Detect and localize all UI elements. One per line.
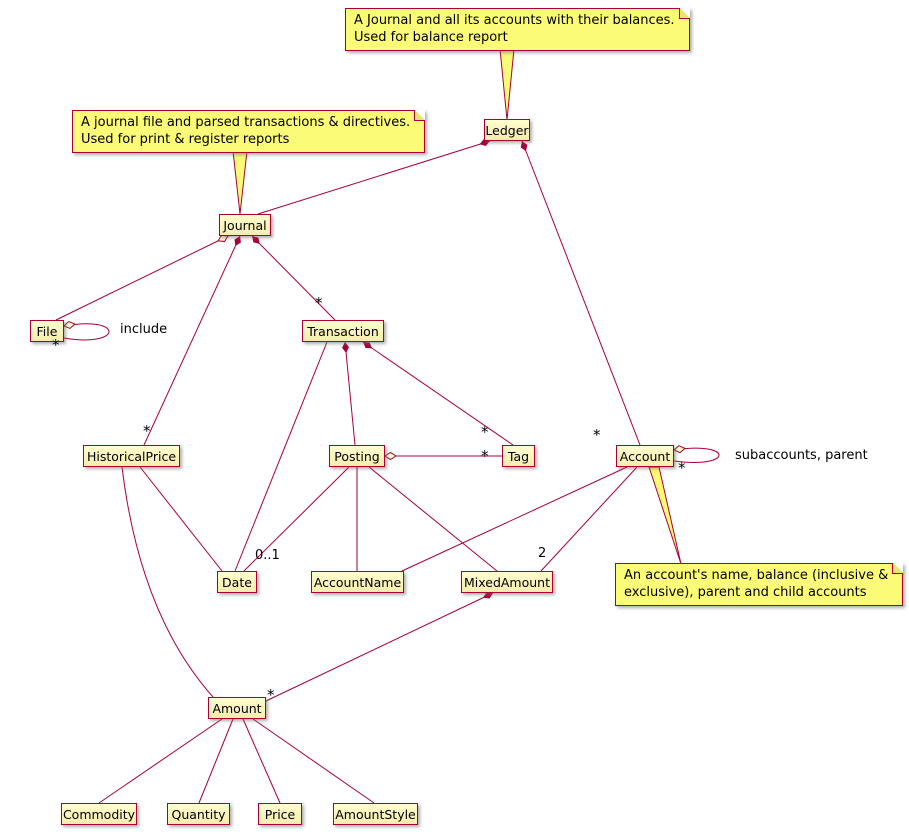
class-price: Price	[258, 803, 302, 825]
class-tag: Tag	[502, 445, 535, 467]
note-ledger-line1: A Journal and all its accounts with thei…	[354, 13, 675, 28]
class-amountstyle-label: AmountStyle	[335, 806, 416, 822]
class-tag-label: Tag	[507, 448, 530, 464]
class-mixedamount-label: MixedAmount	[463, 574, 551, 590]
note-fold-icon	[414, 110, 426, 121]
class-historicalprice: HistoricalPrice	[83, 445, 180, 467]
edge-amount-price	[242, 718, 281, 804]
class-mixedamount: MixedAmount	[461, 571, 553, 593]
edge-amount-amountstyle	[252, 718, 375, 804]
note-ledger-line2: Used for balance report	[354, 30, 508, 45]
note-ledger: A Journal and all its accounts with thei…	[345, 8, 690, 51]
class-amount: Amount	[208, 697, 266, 719]
edge-ledger-account	[520, 140, 641, 446]
edge-mixedamount-amount	[265, 592, 494, 702]
edge-posting-date	[243, 466, 350, 572]
multiplicity-journal-historicalprice: *	[143, 422, 151, 440]
class-quantity-label: Quantity	[171, 806, 226, 822]
edge-ledger-journal	[257, 139, 491, 215]
note-account-line1: An account's name, balance (inclusive &	[624, 568, 889, 583]
class-posting-label: Posting	[334, 448, 380, 464]
edge-journal-historicalprice	[143, 235, 241, 446]
note-pointer-ledger	[499, 48, 515, 121]
multiplicity-mixedamount-amount: *	[267, 686, 275, 704]
multiplicity-journal-transaction: *	[315, 294, 323, 312]
class-commodity-label: Commodity	[62, 806, 136, 822]
edge-historicalprice-date	[139, 466, 223, 572]
edge-journal-file	[55, 234, 229, 321]
class-file: File	[30, 320, 64, 342]
class-ledger: Ledger	[484, 119, 530, 141]
note-journal: A journal file and parsed transactions &…	[72, 110, 426, 153]
class-date: Date	[217, 571, 257, 593]
note-fold-icon	[892, 563, 904, 574]
multiplicity-transaction-tag: *	[481, 423, 489, 441]
class-commodity: Commodity	[61, 803, 137, 825]
class-amountstyle: AmountStyle	[333, 803, 418, 825]
class-file-label: File	[36, 323, 58, 339]
multiplicity-file-include: *	[52, 336, 60, 354]
edge-transaction-tag	[362, 341, 514, 446]
multiplicity-posting-date: 0..1	[255, 548, 280, 563]
label-subaccounts-parent: subaccounts, parent	[735, 448, 868, 463]
note-account-line2: exclusive), parent and child accounts	[624, 585, 867, 600]
class-historicalprice-label: HistoricalPrice	[86, 448, 177, 464]
edge-account-accountname	[401, 466, 628, 572]
class-date-label: Date	[222, 574, 252, 590]
note-fold-icon	[678, 8, 690, 19]
edge-transaction-posting	[342, 341, 356, 446]
class-quantity: Quantity	[167, 803, 230, 825]
class-price-label: Price	[264, 806, 296, 822]
class-transaction-label: Transaction	[307, 323, 379, 339]
class-transaction: Transaction	[302, 320, 384, 342]
edge-account-mixedamount	[540, 466, 638, 572]
class-amount-label: Amount	[212, 700, 262, 716]
edge-amount-quantity	[198, 718, 234, 804]
note-account: An account's name, balance (inclusive & …	[615, 563, 904, 606]
class-accountname-label: AccountName	[313, 574, 402, 590]
edge-journal-transaction	[251, 235, 336, 321]
multiplicity-account-self: *	[678, 459, 686, 477]
class-account-label: Account	[619, 448, 671, 464]
class-ledger-label: Ledger	[485, 122, 529, 138]
edge-posting-mixedamount	[368, 466, 498, 572]
multiplicity-posting-tag: *	[481, 447, 489, 465]
edge-amount-commodity	[98, 718, 223, 804]
label-include: include	[120, 322, 168, 337]
edge-file-include-self-loop	[63, 320, 110, 341]
edge-historicalprice-amount	[121, 466, 214, 698]
class-accountname: AccountName	[311, 571, 404, 593]
note-journal-line1: A journal file and parsed transactions &…	[81, 115, 411, 130]
edge-transaction-date	[234, 341, 328, 572]
class-journal: Journal	[219, 214, 271, 236]
note-journal-line2: Used for print & register reports	[81, 132, 290, 147]
edge-account-self-loop	[673, 445, 720, 463]
class-posting: Posting	[329, 445, 385, 467]
class-journal-label: Journal	[223, 217, 267, 233]
multiplicity-ledger-account: *	[593, 426, 601, 444]
note-pointer-journal	[232, 150, 248, 215]
multiplicity-account-mixedamount: 2	[538, 546, 547, 561]
class-account: Account	[616, 445, 674, 467]
note-pointer-account	[648, 466, 682, 565]
